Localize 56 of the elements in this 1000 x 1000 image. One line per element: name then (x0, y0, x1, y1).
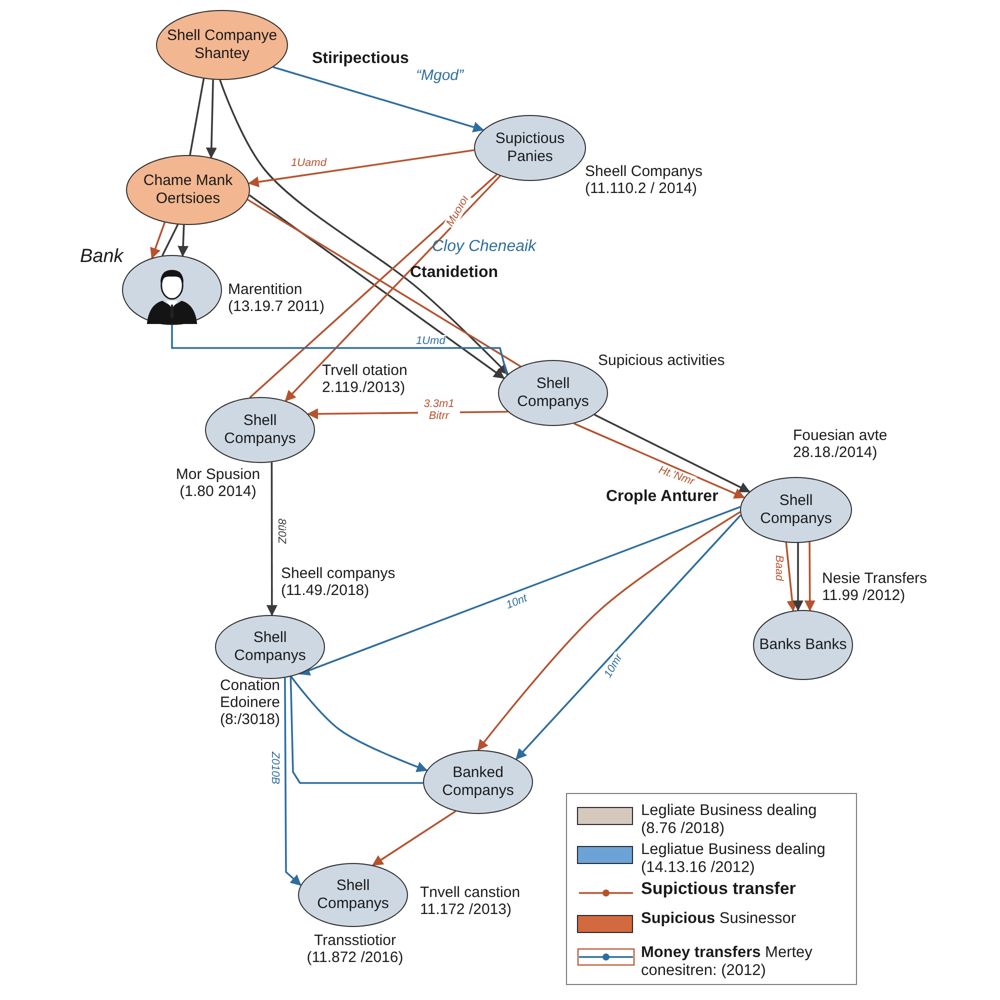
arrow (219, 80, 509, 375)
edge-label: 8ü0Z (276, 517, 288, 545)
arrow (792, 542, 804, 612)
arrow (594, 414, 750, 493)
arrow (150, 222, 166, 259)
annotation-text: Supicious activities (598, 352, 726, 369)
arrow (248, 149, 474, 188)
edge-label: 1Uamd (290, 157, 328, 169)
arrow (804, 542, 816, 612)
edge-label: 1Umd (415, 335, 446, 347)
annotation-text: Conation Edoinere (8:/3018) (218, 677, 282, 728)
node-label: Supictious Panies (494, 130, 566, 166)
arrow (272, 66, 484, 132)
arrow (284, 175, 501, 402)
edge-label: Z010B (269, 750, 282, 786)
edge-label: Baad (772, 554, 785, 582)
arrow (785, 542, 798, 612)
annotation-text: Sheell Companys (11.110.2 / 2014) (585, 163, 704, 197)
node-label: Shell Companys (233, 629, 307, 665)
arrow (372, 810, 456, 866)
node-label: Shell Companys (223, 412, 297, 448)
arrow (574, 422, 746, 499)
node-label: Banks Banks (758, 636, 848, 654)
legend-text: Legliate Business dealing (8.76 /2018) (641, 802, 818, 838)
node-label: Shell Companye Shantey (166, 27, 278, 63)
legend-text: Legliatue Business dealing (14.13.16 /2012) (641, 841, 826, 877)
arrow (266, 462, 278, 616)
edge-label: 3.3m1 Bitrr (418, 398, 460, 422)
diagram-note: Cloy Cheneaik (432, 238, 536, 256)
arrow (284, 678, 302, 886)
node-label: Chame Mank Oertsioes (142, 172, 234, 208)
node-label: Banked Companys (441, 764, 515, 800)
arrow (178, 224, 189, 257)
node-label: Shell Companys (316, 877, 390, 913)
node-label: Shell Companys (759, 492, 833, 528)
legend-text: Money transfers Mertey conesitren: (2012) (641, 944, 814, 980)
annotation-text: Sheell companys (11.49./2018) (281, 565, 396, 599)
annotation-text: Nesie Transfers 11.99 /2012) (822, 570, 928, 604)
arrow (298, 506, 741, 676)
annotation-text: Trvell otation 2.119./2013) (322, 362, 408, 396)
annotation-text: Tnvell canstion 11.172 /2013) (420, 884, 522, 918)
arrow (477, 511, 741, 751)
arrow (206, 80, 217, 159)
annotation-text: Fouesian avte 28.18./2014) (793, 427, 888, 461)
legend-text: Supictious transfer (641, 880, 797, 898)
edge-label: “Mgod” (415, 70, 465, 82)
annotation-text: Mor Spusion (1.80 2014) (174, 466, 262, 500)
legend-text: Supicious Susinessor (641, 910, 798, 928)
diagram-note: Ctanidetion (410, 264, 498, 282)
diagram-note: Crople Anturer (606, 488, 718, 506)
node-label: Shell Companys (516, 375, 590, 411)
annotation-text: Transstiotior (11.872 /2016) (306, 932, 404, 966)
annotation-text: Marentition (13.19.7 2011) (228, 281, 326, 315)
diagram-note: Stiripectious (312, 50, 409, 68)
annotation-text: Bank (80, 248, 125, 265)
arrow (516, 514, 742, 760)
